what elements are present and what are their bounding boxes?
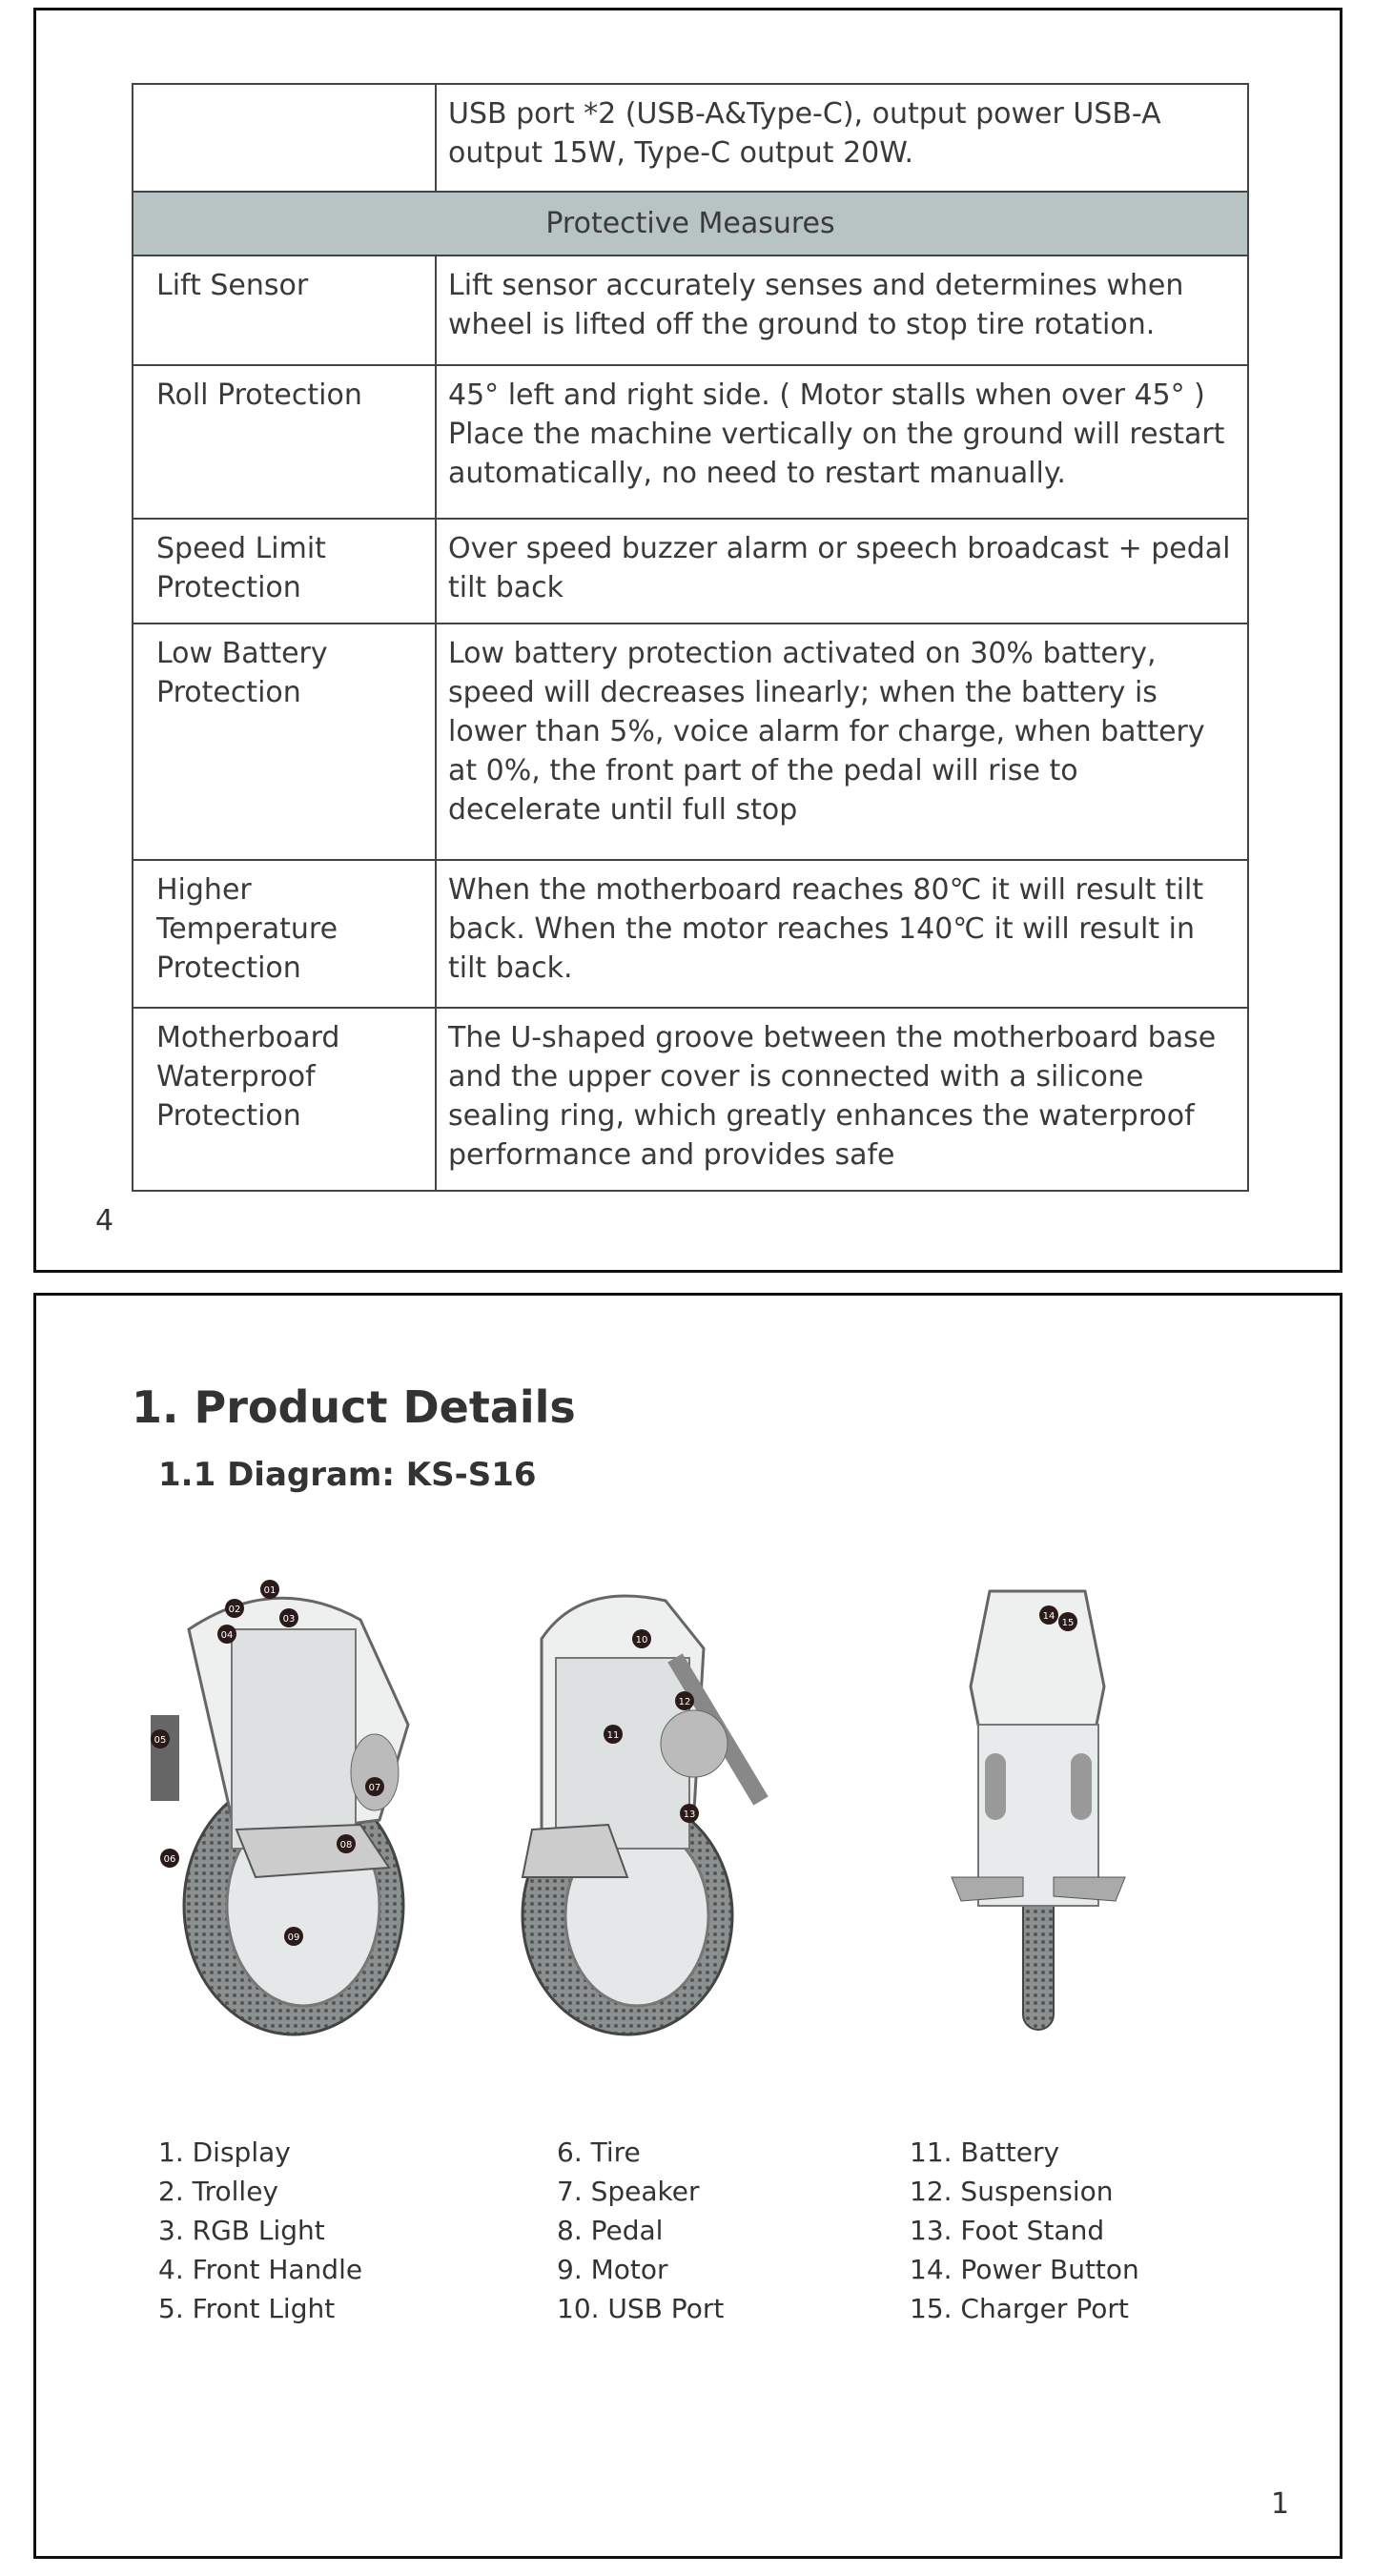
- spec-key: Motherboard Waterproof Protection: [132, 1007, 437, 1192]
- callout-marker: [604, 1725, 623, 1744]
- callout-marker: [151, 1729, 170, 1748]
- callout-label: 11: [607, 1730, 620, 1741]
- callout-marker: [284, 1927, 303, 1946]
- legend-item: 13. Foot Stand: [910, 2215, 1105, 2246]
- callout-marker: [279, 1608, 298, 1627]
- callout-marker: [675, 1691, 694, 1710]
- spec-key: [132, 83, 437, 193]
- spec-value: Lift sensor accurately senses and determ…: [435, 255, 1249, 366]
- legend-item: 7. Speaker: [557, 2176, 700, 2207]
- callout-marker: [632, 1629, 651, 1648]
- legend-column-2: 6. Tire 7. Speaker 8. Pedal 9. Motor 10.…: [557, 2133, 724, 2328]
- table-row: Lift Sensor Lift sensor accurately sense…: [132, 255, 1249, 366]
- callout-marker: [225, 1599, 244, 1618]
- callout-marker: [1058, 1612, 1077, 1631]
- legend-item: 3. RGB Light: [158, 2215, 325, 2246]
- table-row: Motherboard Waterproof Protection The U-…: [132, 1007, 1249, 1192]
- legend-item: 15. Charger Port: [910, 2293, 1129, 2324]
- spec-key: Speed Limit Protection: [132, 518, 437, 624]
- callout-marker: [160, 1849, 179, 1868]
- callout-label: 05: [154, 1735, 167, 1746]
- spec-table: USB port *2 (USB-A&Type-C), output power…: [132, 83, 1249, 1192]
- callout-label: 02: [229, 1605, 241, 1615]
- spec-key: Low Battery Protection: [132, 623, 437, 861]
- legend-item: 14. Power Button: [910, 2254, 1139, 2285]
- callout-label: 01: [264, 1585, 277, 1596]
- spec-value: The U-shaped groove between the motherbo…: [435, 1007, 1249, 1192]
- legend-item: 8. Pedal: [557, 2215, 664, 2246]
- section-header-row: Protective Measures: [132, 191, 1249, 256]
- legend-item: 10. USB Port: [557, 2293, 725, 2324]
- legend-item: 1. Display: [158, 2136, 291, 2168]
- legend-item: 6. Tire: [557, 2136, 641, 2168]
- manual-page-4: USB port *2 (USB-A&Type-C), output power…: [33, 8, 1342, 1273]
- table-row: Higher Temperature Protection When the m…: [132, 859, 1249, 1009]
- spec-key: Lift Sensor: [132, 255, 437, 366]
- legend-item: 9. Motor: [557, 2254, 668, 2285]
- legend-item: 2. Trolley: [158, 2176, 278, 2207]
- callout-label: 10: [636, 1635, 648, 1646]
- spec-value: When the motherboard reaches 80℃ it will…: [435, 859, 1249, 1009]
- table-row: Roll Protection 45° left and right side.…: [132, 364, 1249, 520]
- diagram-subtitle: 1.1 Diagram: KS-S16: [158, 1456, 537, 1494]
- callout-marker: [337, 1834, 356, 1853]
- manual-page-1: 1. Product Details 1.1 Diagram: KS-S16: [33, 1293, 1342, 2559]
- callout-label: 09: [288, 1932, 300, 1943]
- spec-value: 45° left and right side. ( Motor stalls …: [435, 364, 1249, 520]
- callout-marker: [365, 1777, 384, 1796]
- side-view-left: [151, 1596, 410, 2036]
- legend-column-1: 1. Display 2. Trolley 3. RGB Light 4. Fr…: [158, 2133, 362, 2328]
- table-row: Speed Limit Protection Over speed buzzer…: [132, 518, 1249, 624]
- spec-key: Higher Temperature Protection: [132, 859, 437, 1009]
- spec-key: Roll Protection: [132, 364, 437, 520]
- callout-label: 08: [340, 1840, 353, 1850]
- callout-label: 13: [684, 1809, 696, 1820]
- callout-marker: [680, 1804, 699, 1823]
- page-number: 1: [1271, 2487, 1290, 2521]
- legend-item: 12. Suspension: [910, 2176, 1114, 2207]
- unicycle-diagram: 01 02 03 04 05 06 07 08 09 10 11 12 13 14 15: [151, 1580, 1126, 2036]
- table-row: USB port *2 (USB-A&Type-C), output power…: [132, 83, 1249, 193]
- spec-value: Over speed buzzer alarm or speech broadc…: [435, 518, 1249, 624]
- legend-item: 4. Front Handle: [158, 2254, 363, 2285]
- legend-item: 5. Front Light: [158, 2293, 336, 2324]
- callout-marker: [217, 1625, 236, 1644]
- spec-value: USB port *2 (USB-A&Type-C), output power…: [435, 83, 1249, 193]
- callout-label: 07: [369, 1783, 381, 1793]
- section-header: Protective Measures: [132, 191, 1249, 256]
- callout-markers: 01 02 03 04 05 06 07 08 09 10 11 12 13 14 15: [151, 1580, 1077, 1946]
- callout-label: 06: [164, 1854, 176, 1865]
- spec-value: Low battery protection activated on 30% …: [435, 623, 1249, 861]
- callout-label: 04: [221, 1630, 234, 1641]
- legend-column-3: 11. Battery 12. Suspension 13. Foot Stan…: [910, 2133, 1139, 2328]
- page-number: 4: [95, 1204, 114, 1237]
- side-view-right: [521, 1594, 768, 2036]
- callout-label: 14: [1043, 1611, 1055, 1622]
- callout-marker: [260, 1580, 279, 1599]
- callout-marker: [1039, 1605, 1058, 1625]
- legend-item: 11. Battery: [910, 2136, 1060, 2168]
- front-view: [951, 1589, 1126, 2031]
- section-title: 1. Product Details: [132, 1381, 576, 1433]
- callout-label: 03: [283, 1614, 296, 1625]
- callout-label: 12: [679, 1697, 691, 1707]
- callout-label: 15: [1062, 1618, 1075, 1628]
- table-row: Low Battery Protection Low battery prote…: [132, 623, 1249, 861]
